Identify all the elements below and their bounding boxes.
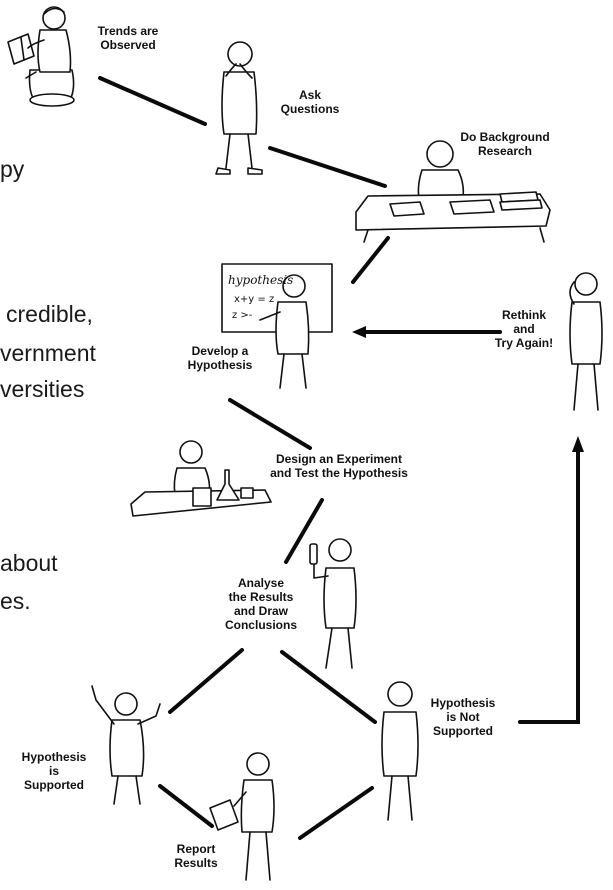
reading-figure-illustration (7, 6, 75, 107)
step-background-research: Do Background Research (350, 116, 613, 246)
reporting-figure-illustration (209, 752, 275, 881)
step-develop-hypothesis: hypothesis x+y = z z >- Develop a Hypoth… (178, 262, 338, 394)
label-analyse-results: Analyse the Results and Draw Conclusions (224, 576, 297, 632)
desk-research-illustration (355, 140, 551, 243)
background-text-1: py (0, 156, 25, 182)
background-text-6: es. (0, 588, 31, 614)
label-ask-questions: Ask Questions (280, 88, 340, 116)
connector-arrowhead-left (352, 326, 366, 338)
label-trends-observed: Trends are Observed (97, 24, 159, 52)
connector-research-hypothesis (351, 236, 390, 284)
connector-arrowhead-up (572, 436, 584, 452)
thinking-figure-illustration (215, 41, 263, 175)
board-text-3: z >- (232, 310, 253, 321)
step-trends-observed: Trends are Observed (0, 0, 170, 110)
not-supported-figure-illustration (381, 681, 419, 821)
step-not-supported: Hypothesis is Not Supported (370, 678, 510, 828)
connector-experiment-analyse (284, 498, 324, 564)
experiment-bench-illustration (130, 440, 272, 517)
label-rethink: Rethink and Try Again! (494, 308, 554, 350)
connector-analyse-supported (168, 648, 244, 714)
connector-analyse-notsupported (280, 650, 377, 724)
background-text-4: versities (0, 376, 85, 402)
label-design-experiment: Design an Experiment and Test the Hypoth… (270, 452, 408, 480)
board-text-1: hypothesis (228, 273, 293, 287)
step-rethink: Rethink and Try Again! (480, 268, 613, 418)
label-supported: Hypothesis is Supported (21, 750, 87, 792)
step-analyse-results: Analyse the Results and Draw Conclusions (220, 536, 370, 676)
step-ask-questions: Ask Questions (196, 38, 346, 178)
label-not-supported: Hypothesis is Not Supported (430, 696, 496, 738)
background-text-5: about (0, 550, 58, 576)
rethink-figure-illustration (569, 272, 603, 411)
analyst-figure-illustration (309, 538, 357, 669)
board-text-2: x+y = z (234, 294, 274, 305)
label-report-results: Report Results (174, 842, 218, 870)
celebrating-figure-illustration (91, 685, 161, 805)
connector-observe-ask (98, 76, 207, 126)
step-report-results: Report Results (170, 748, 300, 890)
connector-notsupported-report (298, 786, 374, 840)
background-text-2: credible, (6, 301, 93, 327)
label-background-research: Do Background Research (460, 130, 550, 158)
background-text-3: vernment (0, 340, 96, 366)
chalkboard-figure-illustration: hypothesis x+y = z z >- (221, 263, 333, 389)
connector-notsupported-rethink (518, 448, 580, 724)
connector-hypothesis-experiment (228, 398, 312, 450)
connector-supported-report (158, 784, 214, 828)
label-develop-hypothesis: Develop a Hypothesis (187, 344, 253, 372)
step-design-experiment: Design an Experiment and Test the Hypoth… (125, 432, 425, 532)
step-supported: Hypothesis is Supported (14, 680, 174, 810)
connector-ask-research (268, 146, 387, 188)
